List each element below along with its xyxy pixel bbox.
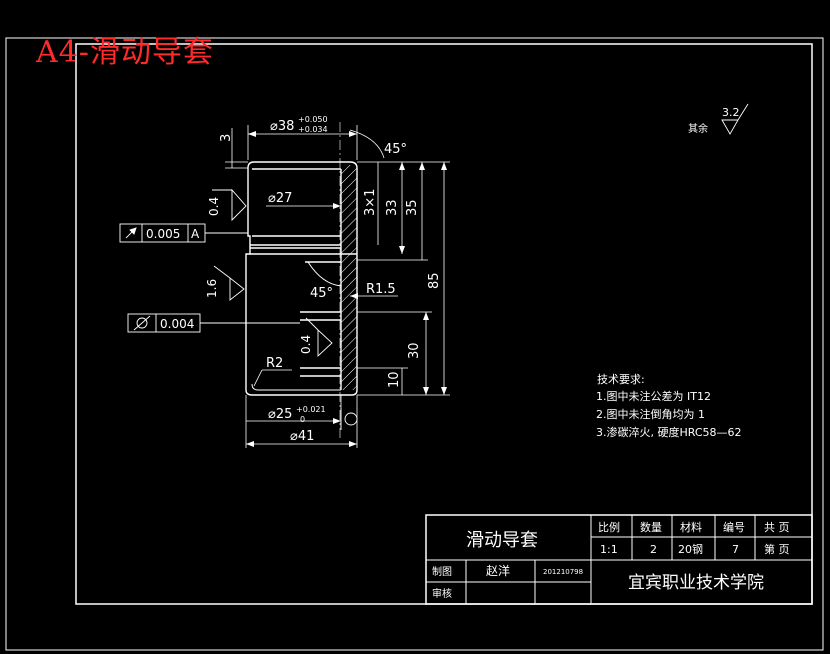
dimensions [225,125,450,448]
arrow [441,387,447,395]
arrow [441,162,447,170]
dimension-labels: ⌀38 +0.050 +0.034 3 45° ⌀27 3×1 33 35 85… [219,115,442,444]
gdt-runout-arrow-icon [129,227,137,235]
arrow [423,387,429,395]
arrow [419,162,425,170]
technical-notes: 技术要求: 1.图中未注公差为 IT12 2.图中未注倒角均为 1 3.渗碳淬火… [596,373,742,439]
hatch-lower-wall [341,254,357,390]
gdt-cylindricity-icon [136,317,148,329]
roughness-rest-symbol [721,103,749,135]
dim-25-tol-lower: 0 [300,415,305,424]
tb-page-label: 第 页 [764,542,790,556]
roughness-flange-symbol [213,265,245,301]
tb-material-label: 材料 [680,520,702,534]
title-block-text: 滑动导套 比例 数量 材料 编号 共 页 1:1 2 20钢 7 第 页 制图 … [432,520,790,600]
gdt-runout-datum: A [191,227,200,241]
tb-check-label: 审核 [432,587,452,600]
arrow [246,441,254,447]
fillet-r2-arc [251,383,341,391]
arrow [248,131,256,137]
dim-r2-leader-b [253,369,263,387]
arrow [350,293,358,299]
roughness-rest-label: 其余 [688,122,708,135]
notes-title: 技术要求: [597,373,645,386]
dim-chamfer-mid-text: 45° [310,286,333,301]
tb-qty-label: 数量 [640,521,662,534]
roughness-rest-value: 3.2 [722,106,740,119]
part-outline [245,161,358,396]
tb-material-value: 20钢 [678,543,703,556]
tb-drawn-label: 制图 [432,565,452,578]
sheet-label: A4-滑动导套 [36,35,214,70]
arrow [333,418,341,424]
tb-number-label: 编号 [723,520,745,534]
roughness-bore-symbol [305,317,333,358]
chamfer-mid-arc [307,261,342,287]
arrow [399,162,405,170]
roughness-bore-value: 0.4 [299,335,313,354]
notes-item: 2.图中未注倒角均为 1 [596,407,705,421]
tb-drawn-name: 赵洋 [486,563,510,578]
dim-41-text: ⌀41 [290,429,314,444]
dim-chamfer-top-text: 45° [384,142,407,157]
roughness-outer-symbol [212,188,247,222]
notes-item: 3.渗碳淬火, 硬度HRC58—62 [596,425,742,439]
gdt-cyl-icon-slash [133,315,151,331]
tb-school: 宜宾职业技术学院 [628,573,764,593]
tb-part-name: 滑动导套 [466,530,538,551]
arrowheads [246,131,447,447]
arrow [349,131,357,137]
dim-25-tol-upper: +0.021 [296,405,326,414]
tb-qty-value: 2 [650,543,657,556]
dim-35-text: 35 [405,199,420,216]
dim-25-text: ⌀25 [268,407,292,422]
roughness-outer-value: 0.4 [207,197,221,216]
title-block [425,514,813,605]
dim-33-text: 33 [385,199,400,216]
dim-r15-text: R1.5 [366,282,396,297]
gdt-cyl-value: 0.004 [160,317,194,331]
gdt-cylindricity-frame [127,313,300,333]
dim-38-tol-lower: +0.034 [298,125,328,134]
gdt-runout-value: 0.005 [146,227,180,241]
dim-10-text: 10 [387,371,402,388]
tb-scale-label: 比例 [598,520,620,534]
dim-r2-text: R2 [266,356,283,371]
notes-item: 1.图中未注公差为 IT12 [596,389,711,403]
tb-number-value: 7 [732,543,739,556]
dim-chamfer-top-arc [349,129,385,159]
arrow [349,441,357,447]
groove-line [250,244,341,249]
dim-3x1-text: 3×1 [363,189,378,216]
dim-27-text: ⌀27 [268,191,292,206]
dim-30-text: 30 [407,342,422,359]
arrow [333,203,341,209]
arrow [399,246,405,254]
datum-circle [344,412,358,426]
dim-38-text: ⌀38 [270,119,294,134]
part-view [245,122,358,440]
datum-symbol [340,408,358,430]
tb-scale-value: 1:1 [600,543,618,556]
dim-85-text: 85 [427,272,442,289]
gdt-runout-frame [119,223,248,243]
outer-border [5,37,824,651]
tb-drawn-id: 201210798 [543,568,583,576]
arrow [423,312,429,320]
dim-3-text: 3 [219,134,234,142]
roughness-symbols [212,103,749,358]
dim-38-tol-upper: +0.050 [298,115,328,124]
roughness-flange-value: 1.6 [205,279,219,298]
tb-total-label: 共 页 [764,521,790,534]
hatch-upper-wall [341,165,357,254]
